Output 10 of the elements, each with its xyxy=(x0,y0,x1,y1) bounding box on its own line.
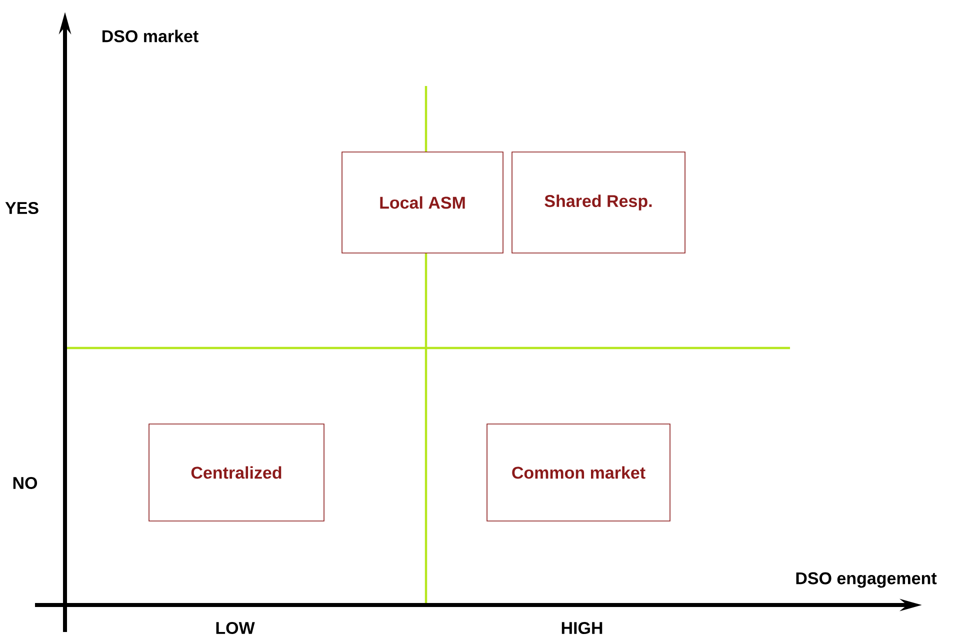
quadrant-box: Centralized xyxy=(148,424,324,522)
quadrant-box: Shared Resp. xyxy=(512,152,686,254)
axis-label: DSO engagement xyxy=(796,572,937,588)
axis-label: YES xyxy=(5,202,38,214)
axis-label: HIGH xyxy=(562,622,602,634)
axis-label: LOW xyxy=(216,622,255,634)
axis-label: DSO market xyxy=(102,30,198,42)
quadrant-box: Common market xyxy=(486,424,670,522)
axis-label: NO xyxy=(13,476,38,490)
quadrant-box: Local ASM xyxy=(342,152,504,254)
